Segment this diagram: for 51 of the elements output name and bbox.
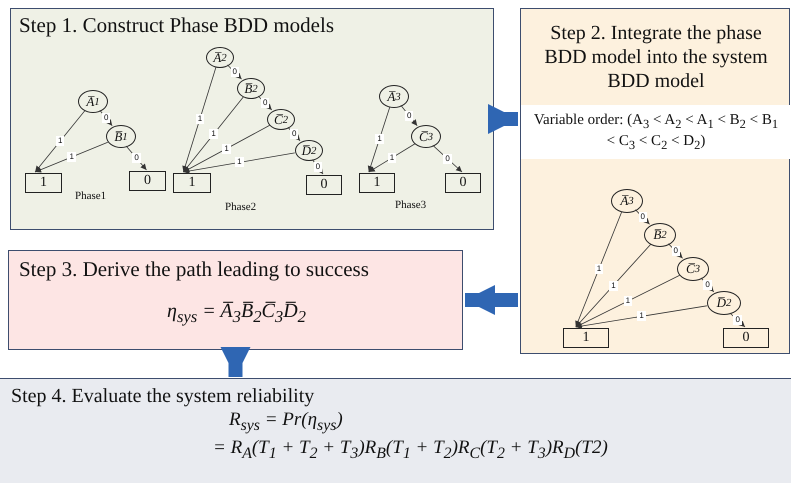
step-panel (0, 378, 791, 483)
edge-label: 1 (375, 134, 384, 144)
edge-label: 0 (405, 110, 414, 120)
step-panel (520, 8, 790, 354)
step-heading: Step 1. Construct Phase BDD models (19, 13, 334, 38)
terminal-box: 1 (563, 328, 609, 348)
arrow (183, 152, 296, 174)
formula-text: = R$_{A}$(T$_{1}$ + T$_{2}$ + T$_{3}$)R$_{B}$(T$_{1}$ + T$_{2}$)R$_{C}$(T$_{2}$ + T$_{3}$)R$_{D}$(T2) (213, 437, 608, 464)
block-arrow (465, 285, 518, 315)
terminal-box: 1 (173, 173, 211, 193)
arrow (182, 66, 216, 172)
edge-label: 1 (637, 311, 646, 322)
edge-label: 1 (235, 157, 244, 168)
phase-caption: Phase1 (75, 190, 106, 202)
step-panel (10, 8, 494, 230)
arrow (126, 146, 147, 170)
terminal-box: 0 (445, 173, 481, 193)
terminal-box: 1 (359, 173, 395, 193)
step-panel (8, 250, 463, 350)
terminal-box: 1 (25, 173, 62, 193)
phase-caption: Phase2 (225, 201, 256, 213)
arrow (34, 142, 108, 172)
step-heading: Step 4. Evaluate the system reliability (11, 384, 314, 408)
arrow (432, 144, 462, 172)
edge-label: 0 (102, 113, 110, 123)
formula-text: R$_{sys}$ = Pr(η$_{sys}$) (229, 409, 343, 436)
arrow (575, 305, 708, 329)
arrow (34, 110, 86, 172)
step-heading: Step 3. Derive the path leading to success (19, 257, 369, 282)
arrow (183, 125, 270, 172)
arrow (575, 275, 680, 328)
arrow (368, 106, 390, 172)
phase-caption: Phase3 (395, 199, 426, 211)
edge-label: 1 (56, 136, 64, 146)
arrow (400, 104, 418, 126)
arrow (183, 96, 244, 172)
terminal-box: 0 (723, 328, 769, 348)
block-arrow (488, 104, 518, 134)
arrow (368, 144, 416, 172)
variable-order-text: Variable order: (A$_{3}$ < A$_{2}$ < A$_{1}$ < B$_{2}$ < B$_{1}$ < C$_{3}$ < C$_{2}$ < D$_{2}$) (521, 105, 791, 159)
step-heading: Step 2. Integrate the phase BDD model into the system BDD model (543, 21, 769, 93)
terminal-box: 0 (129, 171, 166, 191)
edge-label: 0 (261, 98, 270, 108)
edge-label: 0 (290, 129, 298, 139)
arrow (575, 211, 622, 328)
terminal-box: 0 (306, 175, 342, 195)
formula-text: η$_{sys}$ = A̅$_{3}$B̅$_{2}$C̅$_{3}$D̅$_{2}$ (166, 299, 307, 327)
arrow (575, 244, 652, 328)
block-arrow (220, 347, 250, 377)
edge-label: 1 (209, 129, 218, 140)
edge-label: 1 (67, 152, 76, 162)
